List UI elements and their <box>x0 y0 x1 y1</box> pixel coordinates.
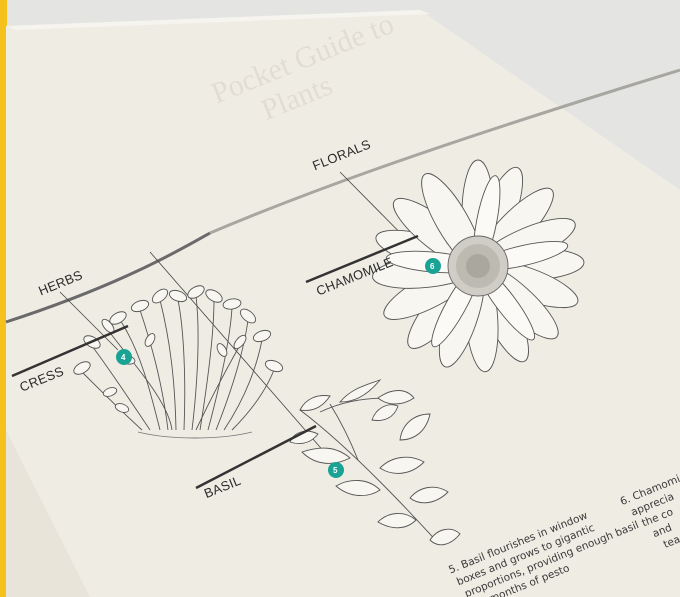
yellow-binding <box>0 0 7 597</box>
cress-marker-number: 4 <box>121 353 126 362</box>
chamomile-marker-number: 6 <box>430 262 435 271</box>
basil-marker-number: 5 <box>333 466 338 475</box>
